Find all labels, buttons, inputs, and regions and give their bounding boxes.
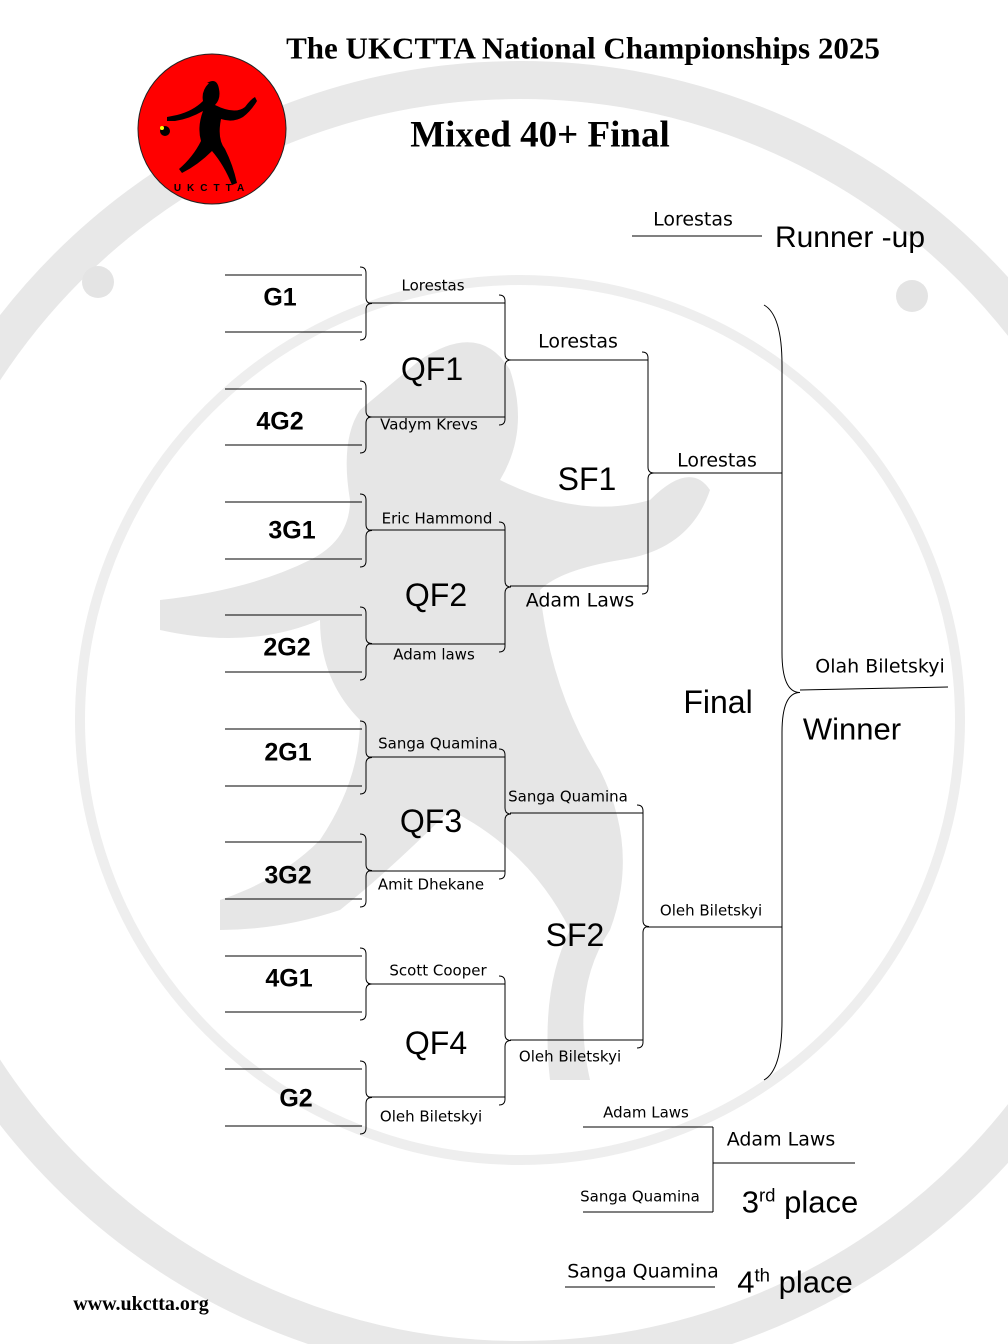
final-brace — [763, 304, 801, 1081]
bracket-brace — [498, 294, 512, 426]
fourth-place-label: 4th place — [737, 1264, 853, 1300]
runner-up-label: Runner -up — [774, 221, 926, 254]
sf-player: Sanga Quamina — [508, 787, 628, 806]
group-label: 4G1 — [265, 964, 313, 993]
event-title: Mixed 40+ Final — [410, 114, 670, 156]
website-link[interactable]: www.ukctta.org — [73, 1293, 209, 1315]
runner-up-name: Lorestas — [653, 208, 733, 231]
bracket-brace — [498, 748, 512, 880]
round-label-qf2: QF2 — [404, 577, 468, 613]
round-label-qf4: QF4 — [404, 1025, 468, 1061]
round-label-sf1: SF1 — [557, 461, 617, 497]
round-label-sf2: SF2 — [545, 917, 605, 953]
sf-player: Adam Laws — [525, 589, 635, 612]
bracket-brace — [498, 521, 512, 653]
qf-player: Eric Hammond — [381, 509, 493, 528]
svg-text:UKCTTA: UKCTTA — [174, 183, 250, 194]
third-place-winner: Adam Laws — [726, 1128, 836, 1151]
group-label: 2G2 — [263, 633, 311, 662]
qf-player: Vadym Krevs — [380, 415, 478, 434]
sf-player: Lorestas — [538, 330, 618, 353]
group-label: 3G2 — [264, 861, 312, 890]
finalist: Oleh Biletskyi — [659, 901, 763, 920]
winner-label: Winner — [802, 711, 902, 747]
group-label: 2G1 — [264, 738, 312, 767]
third-place-label: 3rd place — [741, 1184, 859, 1220]
qf-player: Oleh Biletskyi — [379, 1107, 483, 1126]
qf-player: Adam laws — [393, 645, 475, 664]
group-label: G2 — [279, 1084, 313, 1113]
qf-player: Amit Dhekane — [377, 875, 485, 894]
finalist: Lorestas — [677, 449, 757, 472]
group-label: G1 — [263, 283, 297, 312]
fourth-place-player: Sanga Quamina — [567, 1260, 719, 1283]
qf-player: Sanga Quamina — [378, 734, 498, 753]
ukctta-logo: UKCTTA — [137, 53, 287, 205]
third-place-player: Sanga Quamina — [580, 1187, 700, 1206]
championship-title: The UKCTTA National Championships 2025 — [286, 30, 880, 66]
round-label-qf1: QF1 — [400, 351, 464, 387]
bracket-brace — [498, 975, 512, 1106]
third-place-player: Adam Laws — [603, 1103, 689, 1122]
group-label: 3G1 — [268, 516, 316, 545]
winner-line — [799, 686, 949, 691]
qf-player: Lorestas — [401, 276, 465, 295]
winner-name: Olah Biletskyi — [815, 655, 945, 678]
round-label-qf3: QF3 — [399, 803, 463, 839]
round-label-final: Final — [683, 684, 753, 720]
group-label: 4G2 — [256, 407, 304, 436]
qf-player: Scott Cooper — [389, 961, 487, 980]
sf-player: Oleh Biletskyi — [518, 1047, 622, 1066]
